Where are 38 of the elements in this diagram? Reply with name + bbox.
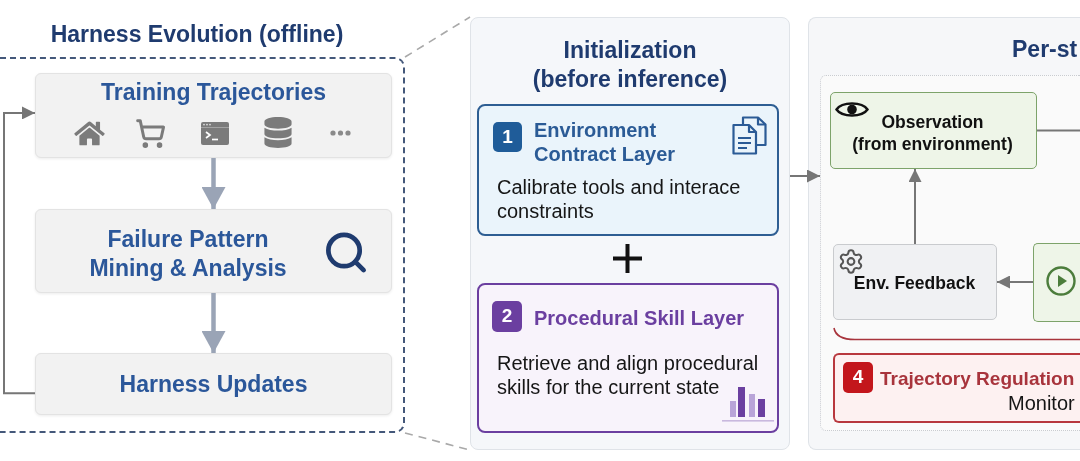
layer-card [477,104,779,236]
stage-panel [470,17,790,450]
observation-box [830,92,1037,169]
arrow [789,169,821,183]
layer-title: Environment Contract Layer [534,118,677,166]
layer-card [477,283,779,433]
loop-region [820,75,1080,431]
box-label: Env. Feedback [852,271,977,294]
arrow [201,293,226,353]
dashed-guide-line [404,16,471,58]
feedback-box [833,244,997,320]
action-box [1033,243,1080,322]
box-title: Failure Pattern Mining & Analysis [88,225,288,283]
step-number-badge: 4 [843,362,873,393]
panel-title: Per-st [1012,35,1079,63]
process-box [35,353,392,415]
box-label: Observation [880,110,985,133]
box-label: (from environment) [851,132,1014,155]
layer-description: Monitor [1008,391,1076,415]
process-box [35,73,392,158]
layer-description: Retrieve and align procedural skills for the current state [497,351,760,399]
regulation-card [833,353,1080,423]
process-box [35,209,392,293]
arrow [996,275,1034,289]
step-number-badge: 1 [493,122,522,152]
stage-panel [808,17,1080,450]
step-number-badge: 2 [492,301,522,332]
box-title: Harness Updates [118,370,309,398]
group-title: Harness Evolution (offline) [49,20,345,48]
arrow [908,168,922,245]
layer-title: Trajectory Regulation [880,367,1076,391]
arrow [3,106,36,395]
box-title: Training Trajectories [100,78,327,106]
layer-description: Calibrate tools and interace constraints [497,175,742,223]
connector-line [1036,129,1080,132]
panel-title: Initialization (before inference) [531,36,729,94]
arrow [201,158,226,209]
layer-title: Procedural Skill Layer [534,306,746,331]
